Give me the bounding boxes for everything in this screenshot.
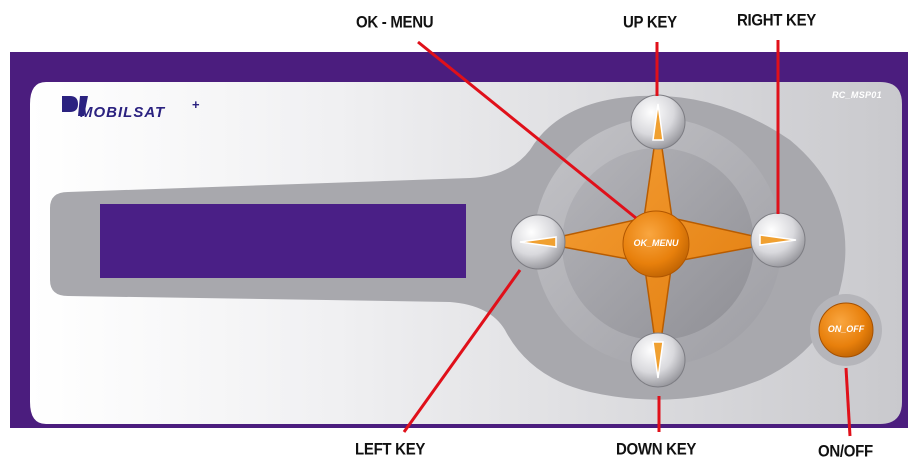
model-label: RC_MSP01 — [832, 90, 882, 100]
brand-name: MOBILSAT — [80, 104, 165, 121]
callout-on-off: ON/OFF — [818, 442, 873, 461]
left-key[interactable] — [511, 215, 565, 269]
callout-down-key: DOWN KEY — [616, 440, 696, 459]
brand: MOBILSAT + — [54, 92, 224, 126]
up-key[interactable] — [631, 95, 685, 149]
brand-superscript: + — [192, 97, 200, 112]
callout-up-key: UP KEY — [623, 13, 677, 32]
ok-menu-key-label: OK_MENU — [626, 238, 686, 248]
right-key[interactable] — [751, 213, 805, 267]
callout-left-key: LEFT KEY — [355, 440, 425, 459]
on-off-key-label: ON_OFF — [820, 324, 872, 334]
lcd-display — [100, 204, 466, 278]
callout-ok-menu: OK - MENU — [356, 13, 433, 32]
down-key[interactable] — [631, 333, 685, 387]
callout-right-key: RIGHT KEY — [737, 11, 816, 30]
